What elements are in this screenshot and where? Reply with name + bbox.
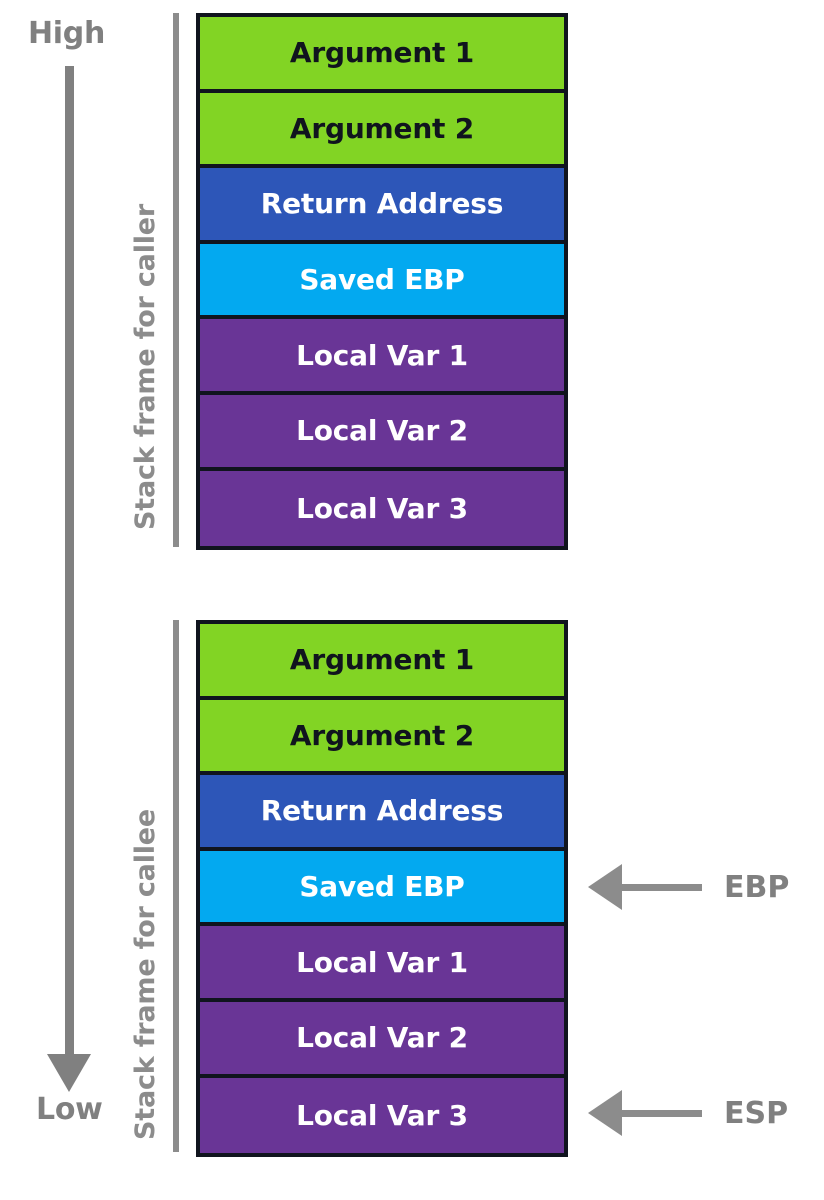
frame-title-callee: Stack frame for callee xyxy=(130,808,161,1140)
stack-slot: Argument 1 xyxy=(200,17,564,93)
stack-slot: Saved EBP xyxy=(200,850,564,927)
memory-axis-shaft xyxy=(65,66,74,1070)
frame-bracket-caller xyxy=(173,13,179,547)
slot-list-callee: Argument 1 Argument 2 Return Address Sav… xyxy=(196,620,568,1158)
stack-slot: Local Var 2 xyxy=(200,1001,564,1078)
stack-slot: Argument 2 xyxy=(200,92,564,169)
stack-slot: Argument 2 xyxy=(200,699,564,776)
stack-slot: Local Var 2 xyxy=(200,394,564,471)
frame-bracket-callee xyxy=(173,620,179,1152)
stack-slot: Local Var 1 xyxy=(200,926,564,1002)
high-memory-label: High xyxy=(28,16,106,51)
register-pointer-esp: ESP xyxy=(588,1090,788,1136)
pointer-shaft xyxy=(622,1109,702,1117)
left-arrow-icon xyxy=(588,1090,622,1136)
pointer-shaft xyxy=(622,883,702,891)
stack-slot: Saved EBP xyxy=(200,243,564,320)
register-pointer-ebp: EBP xyxy=(588,864,789,910)
stack-slot: Return Address xyxy=(200,168,564,244)
stack-frame-caller: Stack frame for caller Argument 1 Argume… xyxy=(0,0,824,560)
stack-slot: Local Var 3 xyxy=(200,1077,564,1154)
stack-frame-callee: Stack frame for callee Argument 1 Argume… xyxy=(0,607,824,1167)
stack-slot: Local Var 3 xyxy=(200,470,564,547)
register-label-ebp: EBP xyxy=(724,869,790,905)
slot-list-caller: Argument 1 Argument 2 Return Address Sav… xyxy=(196,13,568,551)
stack-slot: Return Address xyxy=(200,775,564,851)
down-arrow-icon xyxy=(47,1054,91,1092)
stack-slot: Local Var 1 xyxy=(200,319,564,395)
left-arrow-icon xyxy=(588,864,622,910)
register-label-esp: ESP xyxy=(724,1095,789,1131)
frame-title-caller: Stack frame for caller xyxy=(130,203,161,530)
low-memory-label: Low xyxy=(36,1092,103,1127)
stack-slot: Argument 1 xyxy=(200,624,564,700)
